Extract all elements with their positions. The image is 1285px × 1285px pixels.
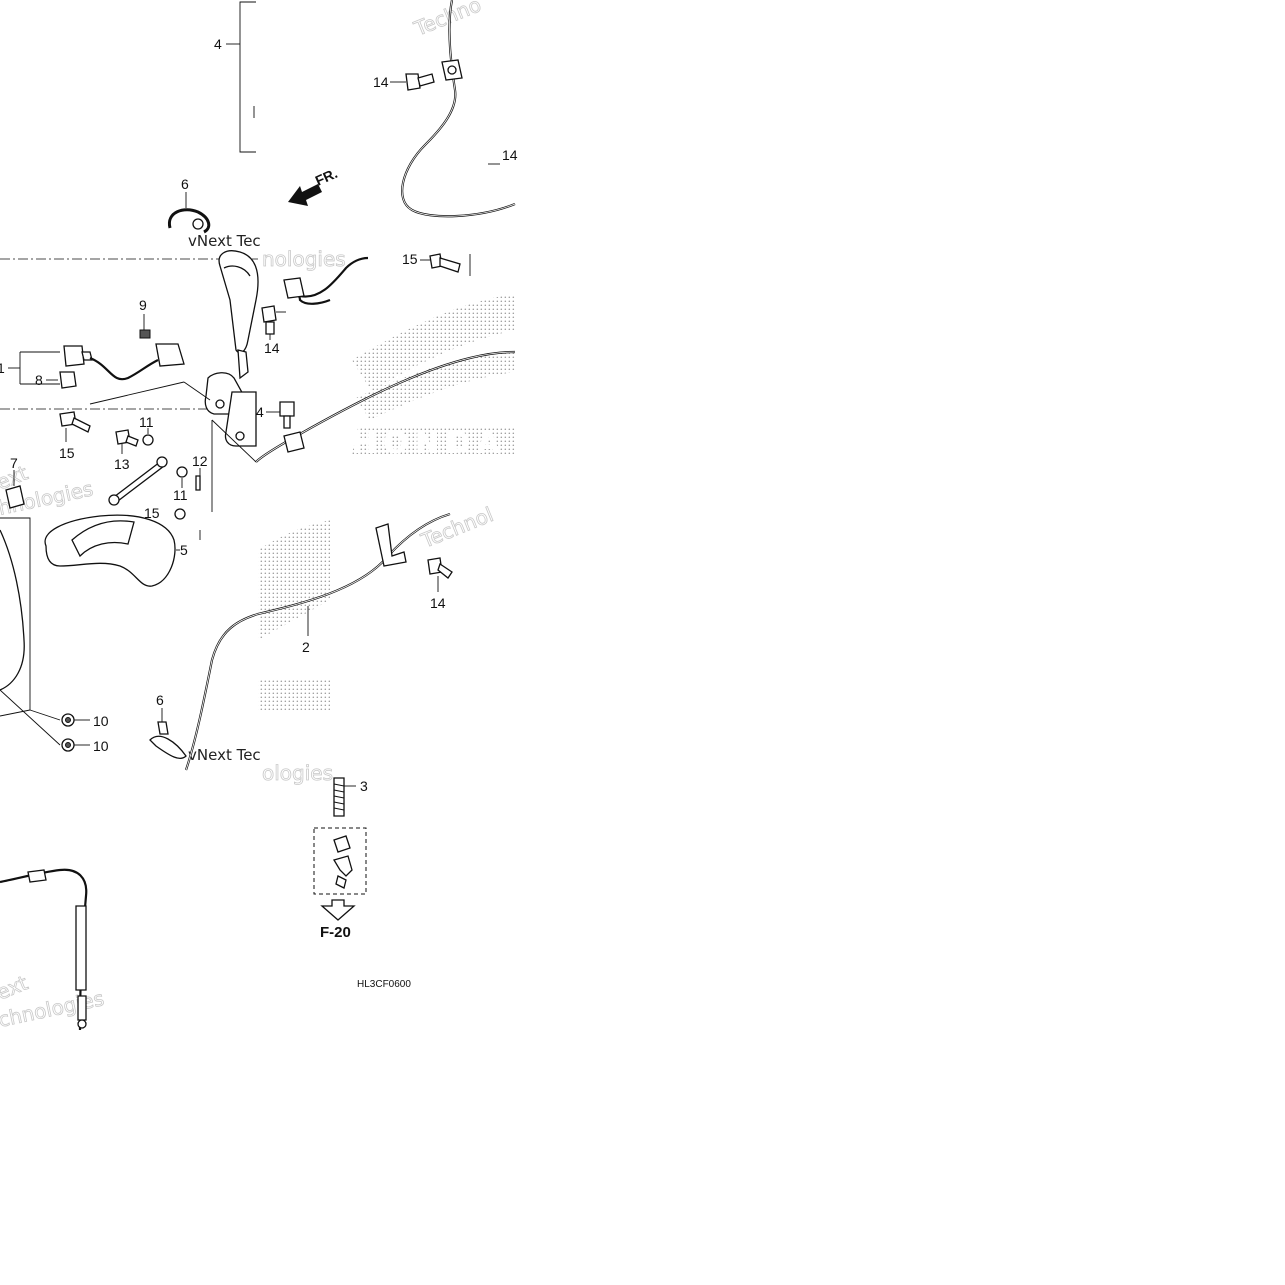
boot-5 — [44, 514, 180, 587]
cable-clip-upper — [283, 277, 305, 299]
watermark-techno-top: Techno — [410, 0, 485, 41]
callout-numbers: 4 6 9 1 8 15 13 11 11 12 7 15 5 10 10 6 … — [0, 36, 518, 794]
text-watermarks: Techno Technol vNext Tec nologies vNext … — [0, 0, 497, 1032]
callout-leaders — [199, 163, 500, 636]
section-ref: F-20 — [320, 924, 351, 941]
cable-clip-lower — [283, 431, 305, 453]
callout-14-lever: 14 — [264, 340, 280, 356]
callout-4-top: 4 — [214, 36, 222, 52]
link-rod — [108, 456, 168, 506]
callout-5: 5 — [180, 542, 188, 558]
bottom-cable-end — [0, 868, 88, 1031]
callout-14-right-clip: 14 — [502, 147, 518, 163]
fr-direction: FR. — [288, 165, 340, 206]
clip-8 — [59, 371, 77, 389]
callout-2: 2 — [302, 639, 310, 655]
part-7 — [5, 470, 25, 509]
bracket-4-top — [226, 1, 256, 153]
bolt-14-top — [390, 73, 435, 91]
fr-arrow-icon — [288, 184, 322, 206]
callout-14-top: 14 — [373, 74, 389, 90]
bolt-9 — [139, 329, 151, 339]
callout-10-a: 10 — [93, 713, 109, 729]
callout-11-bottom: 11 — [173, 487, 188, 503]
bolt-14-lever — [261, 305, 286, 340]
pin-12 — [195, 468, 201, 491]
bolt-15-right — [420, 253, 471, 276]
band-6-bottom — [149, 708, 187, 760]
bolt-15-left — [59, 411, 91, 442]
spring-3 — [333, 777, 356, 817]
callout-15-left: 15 — [59, 445, 75, 461]
switch-harness — [8, 314, 211, 405]
band-6-top — [167, 192, 211, 234]
logo-text: HONDA — [352, 426, 506, 461]
callout-14-lower: 14 — [430, 595, 446, 611]
watermark-vnext-1: vNext Tec — [188, 232, 261, 250]
callout-10-b: 10 — [93, 738, 109, 754]
connector-1 — [63, 345, 85, 367]
callout-12: 12 — [192, 453, 208, 469]
watermark-vnext-2: vNext Tec — [188, 746, 261, 764]
callout-4-mid: 4 — [256, 404, 264, 420]
callout-11-top: 11 — [139, 414, 154, 430]
detail-box — [313, 827, 367, 921]
nut-10-b — [61, 738, 90, 752]
down-arrow-icon — [320, 899, 356, 921]
callout-8: 8 — [35, 372, 43, 388]
figure-code: HL3CF0600 — [357, 979, 411, 990]
watermark-nologies-1: nologies — [262, 247, 346, 271]
callout-15-right: 15 — [402, 251, 418, 267]
callout-1: 1 — [0, 360, 5, 376]
frame-piece-left — [0, 517, 61, 746]
callout-6-top: 6 — [181, 176, 189, 192]
upper-cable — [401, 0, 516, 218]
callout-7: 7 — [10, 455, 18, 471]
bolt-4-mid — [266, 401, 295, 429]
main-cable — [255, 256, 516, 463]
nut-10-a — [61, 713, 90, 727]
watermark-nologies-2: ologies — [262, 761, 333, 785]
callout-6-bottom: 6 — [156, 692, 164, 708]
callout-3: 3 — [360, 778, 368, 794]
callout-15-mid: 15 — [144, 505, 160, 521]
callout-9: 9 — [139, 297, 147, 313]
bolt-13 — [115, 429, 139, 454]
bolt-14-lower — [427, 557, 453, 592]
cable-bracket — [375, 523, 407, 567]
cable-2 — [184, 512, 451, 771]
shift-lever-assembly — [204, 250, 259, 447]
direction-label: FR. — [313, 165, 340, 189]
washer-11-top — [142, 428, 154, 446]
small-parts — [5, 73, 471, 817]
honda-logo-watermark: HONDA — [258, 294, 515, 710]
watermark-next-bottom: ext — [0, 970, 31, 1004]
nut-15-mid — [174, 508, 186, 520]
switch-body — [155, 343, 185, 367]
watermark-techno-mid: Technol — [417, 502, 497, 553]
washer-11-bottom — [176, 466, 188, 488]
callout-13: 13 — [114, 456, 130, 472]
